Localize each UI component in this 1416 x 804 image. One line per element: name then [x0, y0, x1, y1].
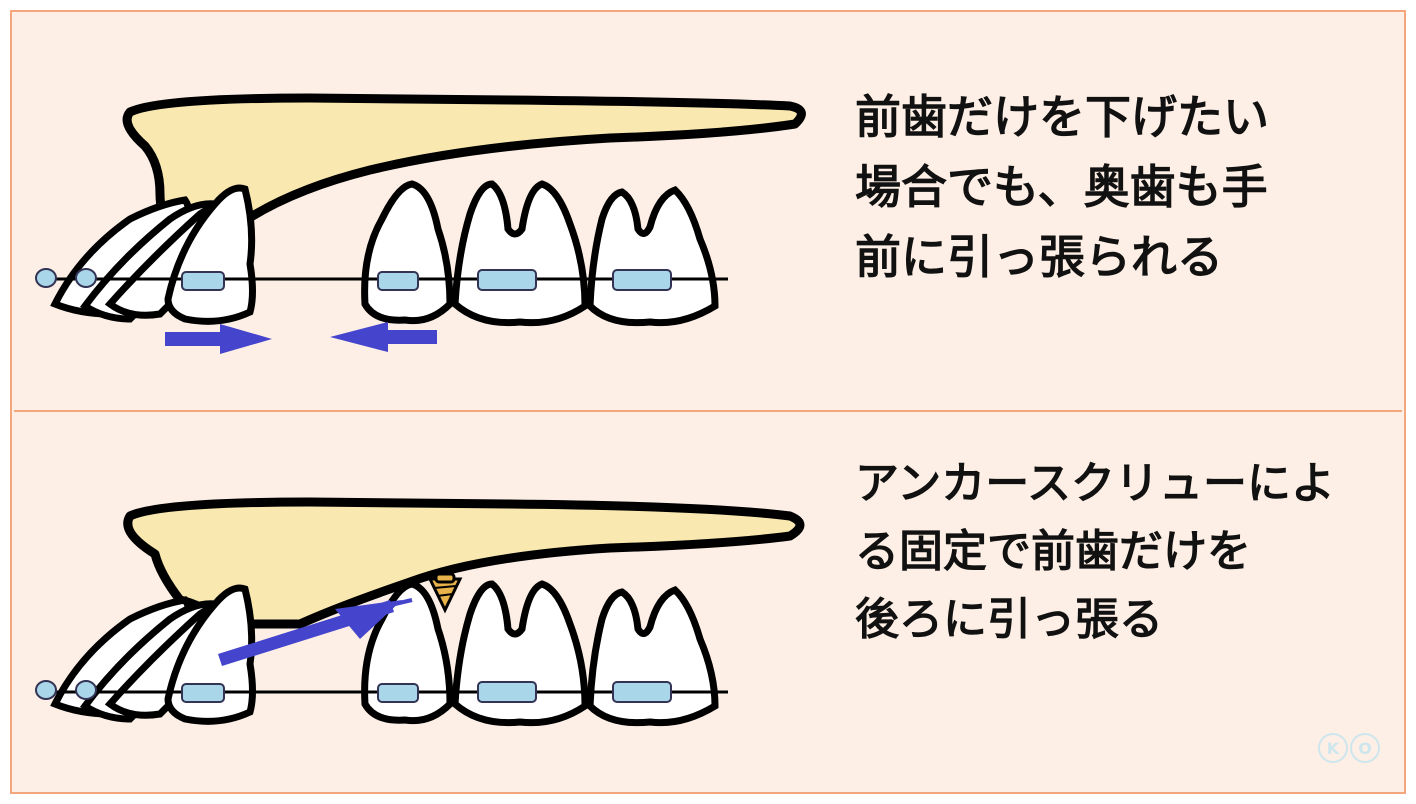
bracket: [377, 271, 419, 291]
molar-tooth-1: [451, 180, 589, 327]
bottom-caption: アンカースクリューによ る固定で前歯だけを 後ろに引っ張る: [855, 458, 1336, 645]
bracket: [75, 268, 97, 288]
bracket: [181, 271, 225, 291]
arrow-right: [165, 324, 272, 354]
bottom-panel-illustration: [35, 497, 805, 727]
logo-letter: K: [1318, 733, 1348, 763]
jaw-bone: [122, 93, 806, 235]
panel-divider: [14, 410, 1402, 412]
bracket: [35, 680, 57, 700]
premolar-tooth: [361, 180, 454, 325]
bracket: [477, 681, 537, 703]
logo: K O: [1318, 733, 1380, 763]
arrow-left: [330, 322, 437, 352]
bracket: [377, 683, 419, 703]
molar-tooth-2: [586, 185, 719, 327]
top-panel-illustration: [35, 93, 806, 354]
arrow-diagonal: [218, 598, 413, 666]
top-caption: 前歯だけを下げたい 場合でも、奥歯も手 前に引っ張られる: [855, 90, 1269, 284]
anchor-screw-icon: [427, 572, 463, 614]
bracket: [75, 680, 97, 700]
bracket: [612, 681, 672, 703]
bracket: [35, 268, 57, 288]
logo-letter: O: [1350, 733, 1380, 763]
bracket: [181, 683, 225, 703]
bracket: [612, 269, 672, 291]
bracket: [477, 269, 537, 291]
